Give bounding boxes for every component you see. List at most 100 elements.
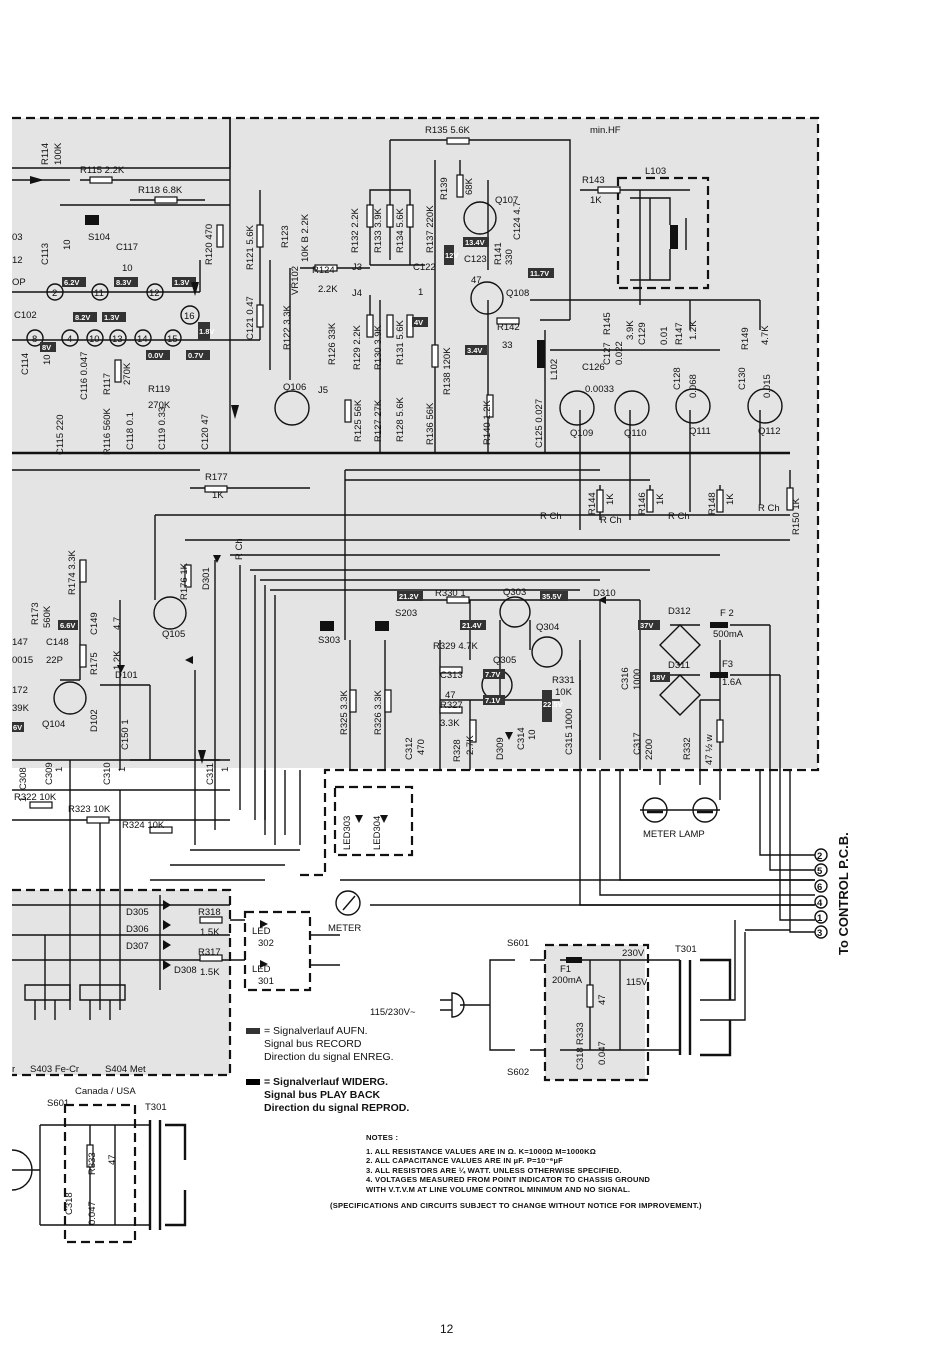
- svg-text:500mA: 500mA: [713, 629, 744, 640]
- bus-wire: [230, 919, 340, 966]
- meter-needle: [342, 895, 356, 911]
- svg-text:1000: 1000: [632, 669, 643, 690]
- svg-text:R323 10K: R323 10K: [68, 804, 111, 815]
- inductor-l103-core: [630, 197, 687, 281]
- voltage-badge: 11.7V: [528, 268, 554, 278]
- bus-wire: [700, 920, 790, 1021]
- svg-text:560K: 560K: [42, 605, 53, 628]
- bus-wire: [670, 624, 781, 770]
- svg-text:0.047: 0.047: [597, 1041, 608, 1065]
- svg-text:R119: R119: [148, 384, 170, 395]
- svg-text:4.7: 4.7: [112, 617, 123, 630]
- svg-text:39K: 39K: [12, 703, 30, 714]
- svg-text:1: 1: [18, 797, 29, 802]
- svg-text:2: 2: [817, 851, 822, 862]
- svg-text:10K: 10K: [555, 687, 573, 698]
- svg-text:F3: F3: [722, 659, 733, 670]
- svg-text:R129 2.2K: R129 2.2K: [352, 324, 363, 370]
- svg-text:R127 27K: R127 27K: [373, 399, 384, 442]
- ic-pin-label: 16: [184, 311, 195, 322]
- svg-text:R330 1: R330 1: [435, 588, 466, 599]
- svg-text:OP: OP: [12, 277, 26, 288]
- svg-text:LED303: LED303: [342, 816, 353, 850]
- diode-symbols: [117, 555, 606, 970]
- svg-text:LED304: LED304: [372, 816, 383, 850]
- svg-text:330: 330: [504, 249, 515, 265]
- bus-wire: [769, 770, 815, 933]
- svg-text:R333: R333: [575, 1022, 586, 1045]
- page-number: 12: [440, 1322, 454, 1336]
- voltage-badge: 7.1V: [483, 695, 505, 705]
- svg-text:22P: 22P: [46, 655, 63, 666]
- svg-text:200mA: 200mA: [552, 975, 583, 986]
- switch-bank-s403-s404: [24, 984, 126, 1020]
- fuse-symbols: [566, 622, 728, 963]
- voltage-badge: 22.5V: [542, 690, 563, 722]
- svg-text:10: 10: [122, 263, 133, 274]
- svg-text:R130 3.9K: R130 3.9K: [373, 324, 384, 370]
- svg-text:R143: R143: [582, 175, 605, 186]
- bus-wire: [579, 599, 641, 770]
- svg-text:4: 4: [817, 898, 823, 909]
- svg-text:J3: J3: [352, 262, 362, 273]
- svg-text:Q111: Q111: [689, 426, 711, 437]
- svg-text:6V: 6V: [13, 723, 22, 732]
- svg-text:1.5K: 1.5K: [200, 927, 220, 938]
- svg-text:D311: D311: [668, 660, 690, 671]
- svg-text:R139: R139: [439, 177, 450, 200]
- svg-text:D307: D307: [126, 941, 149, 952]
- svg-text:C128: C128: [672, 367, 683, 390]
- svg-text:R118 6.8K: R118 6.8K: [138, 185, 183, 196]
- pcb-region-shading: [12, 118, 818, 768]
- svg-text:R331: R331: [552, 675, 575, 686]
- svg-text:C318: C318: [575, 1047, 586, 1070]
- svg-text:R174 3.3K: R174 3.3K: [67, 549, 78, 595]
- svg-text:R121 5.6K: R121 5.6K: [245, 224, 256, 270]
- note-item: 4. VOLTAGES MEASURED FROM POINT INDICATO…: [366, 1175, 651, 1185]
- svg-text:1.3V: 1.3V: [174, 278, 189, 287]
- svg-text:S104: S104: [88, 232, 110, 243]
- svg-text:37V: 37V: [640, 621, 653, 630]
- svg-text:4V: 4V: [414, 318, 423, 327]
- svg-text:1.3V: 1.3V: [104, 313, 119, 322]
- voltage-badge: 0.0V: [146, 350, 170, 360]
- svg-text:R Ch: R Ch: [600, 515, 622, 526]
- diode-bridges: [659, 624, 701, 716]
- bus-wire: [699, 640, 721, 770]
- bus-wire: [154, 514, 790, 600]
- svg-text:10K B 2.2K: 10K B 2.2K: [300, 213, 311, 262]
- svg-text:6: 6: [817, 882, 822, 893]
- svg-text:C121 0.47: C121 0.47: [245, 296, 256, 340]
- svg-text:2.2K: 2.2K: [318, 284, 338, 295]
- svg-text:21.2V: 21.2V: [399, 592, 419, 601]
- svg-text:R132 2.2K: R132 2.2K: [350, 207, 361, 253]
- svg-text:13.4V: 13.4V: [465, 238, 485, 247]
- ic-pin-label: 15: [167, 334, 178, 345]
- legend-record-line3: Direction du signal ENREG.: [264, 1051, 394, 1063]
- svg-text:C312: C312: [404, 737, 415, 760]
- svg-text:47: 47: [471, 275, 482, 286]
- svg-text:0.0V: 0.0V: [148, 351, 163, 360]
- svg-text:2.7K: 2.7K: [465, 735, 476, 755]
- svg-text:R124: R124: [312, 265, 335, 276]
- canada-board-outline: [63, 1103, 137, 1244]
- svg-text:10: 10: [62, 239, 73, 250]
- svg-text:C130: C130: [737, 367, 748, 390]
- led301-board-outline: [243, 910, 312, 992]
- svg-text:8.3V: 8.3V: [116, 278, 131, 287]
- voltage-badge: 6V: [12, 722, 24, 732]
- pcb-outline-lower: [12, 888, 232, 1077]
- svg-text:1: 1: [817, 913, 823, 924]
- svg-text:min.HF: min.HF: [590, 125, 621, 136]
- svg-text:12V: 12V: [445, 251, 458, 260]
- svg-text:R147: R147: [674, 322, 685, 345]
- svg-text:Q304: Q304: [536, 622, 559, 633]
- svg-text:3.4V: 3.4V: [467, 346, 482, 355]
- svg-text:47 ½ w: 47 ½ w: [704, 734, 715, 765]
- svg-text:115V: 115V: [626, 977, 648, 988]
- meter-symbol: [335, 890, 361, 916]
- svg-text:R Ch: R Ch: [668, 511, 690, 522]
- svg-text:R327: R327: [440, 700, 463, 711]
- svg-text:C317: C317: [632, 732, 643, 755]
- svg-text:C117: C117: [116, 242, 138, 253]
